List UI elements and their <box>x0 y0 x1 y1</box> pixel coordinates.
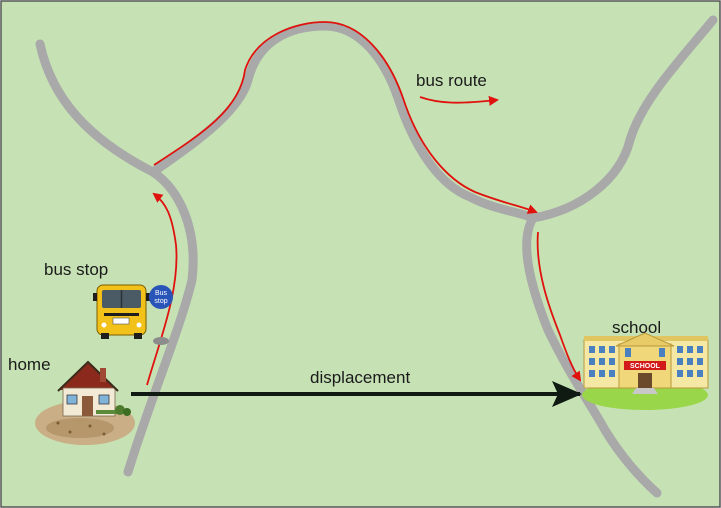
bus-route-segment-1 <box>146 192 178 386</box>
bus-route-path <box>146 21 582 386</box>
house-icon <box>35 360 135 445</box>
school-building-icon: SCHOOL <box>582 332 709 410</box>
bus-stop-sign-line1: Bus <box>155 290 168 297</box>
bus-route-segment-2 <box>153 21 538 214</box>
road-junction-to-hill <box>148 21 538 223</box>
legend-route-arrow <box>419 95 499 106</box>
road-home-to-junction <box>123 167 198 477</box>
bus-route-label: bus route <box>416 71 487 90</box>
bus-route-segment-3 <box>536 231 582 382</box>
bus-stop-sign-icon: Bus stop <box>149 285 173 345</box>
bus-stop-sign-line2: stop <box>154 298 167 305</box>
displacement-label: displacement <box>310 368 411 387</box>
home-label: home <box>8 355 51 374</box>
school-bus-icon <box>93 284 150 339</box>
bus-stop-label: bus stop <box>44 260 109 279</box>
road-northeast-branch <box>528 15 718 223</box>
school-sign-text: SCHOOL <box>630 363 661 370</box>
road-northwest-branch <box>35 39 158 177</box>
school-label: school <box>612 318 662 337</box>
